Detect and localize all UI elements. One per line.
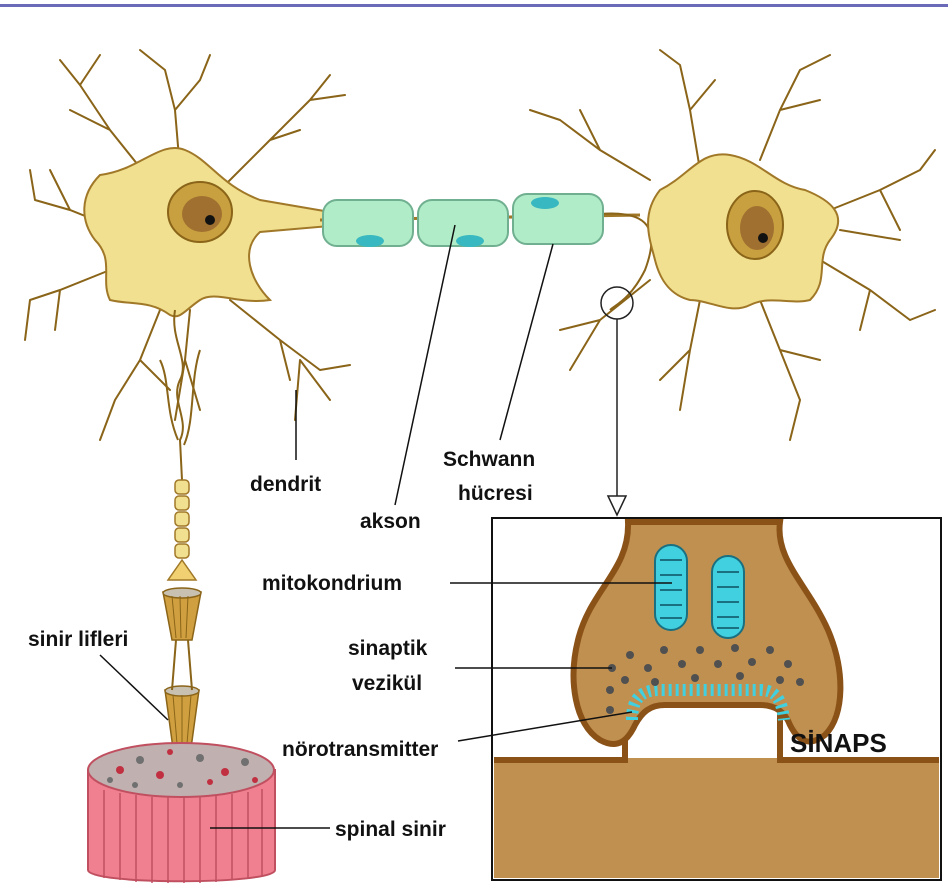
label-sinaptik-line2: vezikül: [352, 672, 422, 695]
label-sinaptik-line1: sinaptik: [348, 637, 428, 660]
fiber-cone-upper: [168, 560, 196, 580]
label-schwann-line1: Schwann: [443, 448, 535, 471]
spinal-nerve: [88, 743, 275, 883]
schwann-nucleus-3: [531, 197, 559, 209]
axon: [320, 194, 651, 310]
leader-schwann: [500, 244, 553, 440]
spinal-nerve-top: [88, 743, 274, 797]
schwann-nucleus-2: [456, 235, 484, 247]
label-spinal-sinir: spinal sinir: [335, 818, 446, 841]
nerve-fiber-bundle-upper: [163, 588, 201, 640]
right-nucleolus: [758, 233, 768, 243]
left-neuron: [25, 50, 350, 440]
zoom-circle: [601, 287, 633, 319]
label-akson: akson: [360, 510, 421, 533]
label-schwann-line2: hücresi: [458, 482, 533, 505]
label-mitokondrium: mitokondrium: [262, 572, 402, 595]
right-neuron: [530, 50, 935, 440]
top-rule: [0, 4, 948, 7]
fiber-segments: [175, 480, 189, 558]
left-nucleus-inner: [182, 196, 222, 232]
zoom-arrow-head: [608, 496, 626, 515]
label-sinaps: SİNAPS: [790, 728, 887, 758]
axon-terminal-branch: [600, 213, 651, 310]
synapse-inset: [492, 518, 941, 880]
right-nucleus-inner: [740, 206, 774, 250]
schwann-nucleus-1: [356, 235, 384, 247]
label-norotransmitter: nörotransmitter: [282, 738, 438, 761]
left-nucleolus: [205, 215, 215, 225]
label-dendrit: dendrit: [250, 473, 321, 496]
label-sinir-lifleri: sinir lifleri: [28, 628, 128, 651]
mitochondrion-2: [712, 556, 744, 638]
postsynaptic-membrane: [494, 758, 939, 878]
leader-sinir-lifleri: [100, 655, 168, 720]
